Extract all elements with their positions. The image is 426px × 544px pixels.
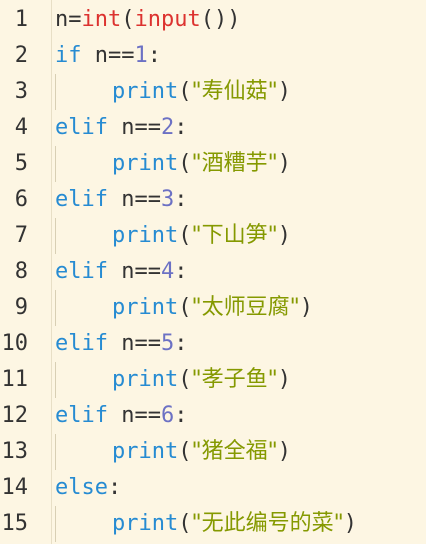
code-line[interactable]: n=int(input()) xyxy=(55,2,426,38)
line-number: 7 xyxy=(14,223,28,248)
line-number: 3 xyxy=(14,79,28,104)
code-token: ) xyxy=(277,223,291,248)
indent-guide xyxy=(55,362,56,398)
code-line[interactable]: print("酒糟芋") xyxy=(55,146,426,182)
code-token: "太师豆腐" xyxy=(191,295,300,320)
code-line[interactable]: elif n==2: xyxy=(55,110,426,146)
code-token: ( xyxy=(178,223,192,248)
code-token: ) xyxy=(277,151,291,176)
code-token: : xyxy=(174,115,188,140)
code-token: n= xyxy=(55,7,82,32)
code-line[interactable]: else: xyxy=(55,470,426,506)
code-token: print xyxy=(112,439,179,464)
code-token: print xyxy=(112,511,179,536)
code-token: "孝子鱼" xyxy=(191,367,278,392)
indent-guide xyxy=(55,506,56,542)
code-token: : xyxy=(174,259,188,284)
gutter-divider xyxy=(43,0,52,544)
code-line[interactable]: print("无此编号的菜") xyxy=(55,506,426,542)
code-line[interactable]: print("猪全福") xyxy=(55,434,426,470)
indent-guide xyxy=(55,74,56,110)
code-line[interactable]: print("孝子鱼") xyxy=(55,362,426,398)
code-token: 2 xyxy=(160,115,175,140)
code-line[interactable]: if n==1: xyxy=(55,38,426,74)
code-token: else xyxy=(55,475,108,500)
code-token: ( xyxy=(178,367,192,392)
line-number: 11 xyxy=(1,367,29,392)
code-line[interactable]: print("下山笋") xyxy=(55,218,426,254)
line-number: 10 xyxy=(1,331,29,356)
code-token: if xyxy=(55,43,82,68)
code-line[interactable]: elif n==3: xyxy=(55,182,426,218)
code-token: ( xyxy=(178,439,192,464)
indent-guide xyxy=(55,290,56,326)
line-number: 13 xyxy=(1,439,29,464)
code-token: 3 xyxy=(160,187,175,212)
code-token: elif xyxy=(55,187,108,212)
code-token: : xyxy=(107,475,122,500)
code-token: n== xyxy=(107,187,161,212)
line-number: 9 xyxy=(14,295,28,320)
code-token: : xyxy=(174,403,188,428)
code-token: print xyxy=(112,223,179,248)
indent-guide xyxy=(55,218,56,254)
line-number: 12 xyxy=(1,403,29,428)
line-number: 15 xyxy=(1,511,29,536)
indent-guide xyxy=(55,434,56,470)
code-token: 1 xyxy=(134,43,148,68)
code-token: int xyxy=(81,7,122,32)
code-token: print xyxy=(112,295,179,320)
code-token: elif xyxy=(55,403,108,428)
code-line[interactable]: print("太师豆腐") xyxy=(55,290,426,326)
code-token: n== xyxy=(107,331,161,356)
code-token: n== xyxy=(107,403,161,428)
code-token: 5 xyxy=(160,331,175,356)
code-token: "酒糟芋" xyxy=(191,151,278,176)
code-token: ( xyxy=(178,79,192,104)
code-token: : xyxy=(147,43,161,68)
code-token: : xyxy=(174,331,188,356)
code-token: ( xyxy=(178,151,192,176)
code-token: n== xyxy=(107,259,161,284)
code-token: : xyxy=(174,187,188,212)
code-token: "无此编号的菜" xyxy=(191,511,344,536)
code-token: n== xyxy=(81,43,135,68)
code-token: ( xyxy=(121,7,135,32)
code-token: print xyxy=(112,367,179,392)
code-token: ) xyxy=(299,295,313,320)
code-token: ) xyxy=(277,367,291,392)
indent-guide xyxy=(55,146,56,182)
code-token: ) xyxy=(343,511,357,536)
line-number: 2 xyxy=(14,43,28,68)
code-line[interactable]: print("寿仙菇") xyxy=(55,74,426,110)
code-line[interactable]: elif n==4: xyxy=(55,254,426,290)
line-number: 8 xyxy=(14,259,28,284)
line-number: 1 xyxy=(14,7,28,32)
code-token: n== xyxy=(107,115,161,140)
code-line[interactable]: elif n==5: xyxy=(55,326,426,362)
code-token: print xyxy=(112,79,179,104)
line-number-gutter xyxy=(0,0,43,544)
code-line[interactable]: elif n==6: xyxy=(55,398,426,434)
line-number: 6 xyxy=(14,187,28,212)
code-token: ) xyxy=(277,79,291,104)
code-token: 6 xyxy=(160,403,175,428)
line-number: 4 xyxy=(14,115,28,140)
line-number: 14 xyxy=(1,475,29,500)
code-token: "下山笋" xyxy=(191,223,278,248)
code-token: ( xyxy=(178,295,192,320)
line-number: 5 xyxy=(14,151,28,176)
code-token: ( xyxy=(178,511,192,536)
code-token: "寿仙菇" xyxy=(191,79,278,104)
code-token: elif xyxy=(55,331,108,356)
code-token: elif xyxy=(55,115,108,140)
code-token: ()) xyxy=(200,7,241,32)
code-token: "猪全福" xyxy=(191,439,278,464)
code-token: print xyxy=(112,151,179,176)
code-token: ) xyxy=(277,439,291,464)
code-token: input xyxy=(134,7,201,32)
code-token: elif xyxy=(55,259,108,284)
code-token: 4 xyxy=(160,259,175,284)
